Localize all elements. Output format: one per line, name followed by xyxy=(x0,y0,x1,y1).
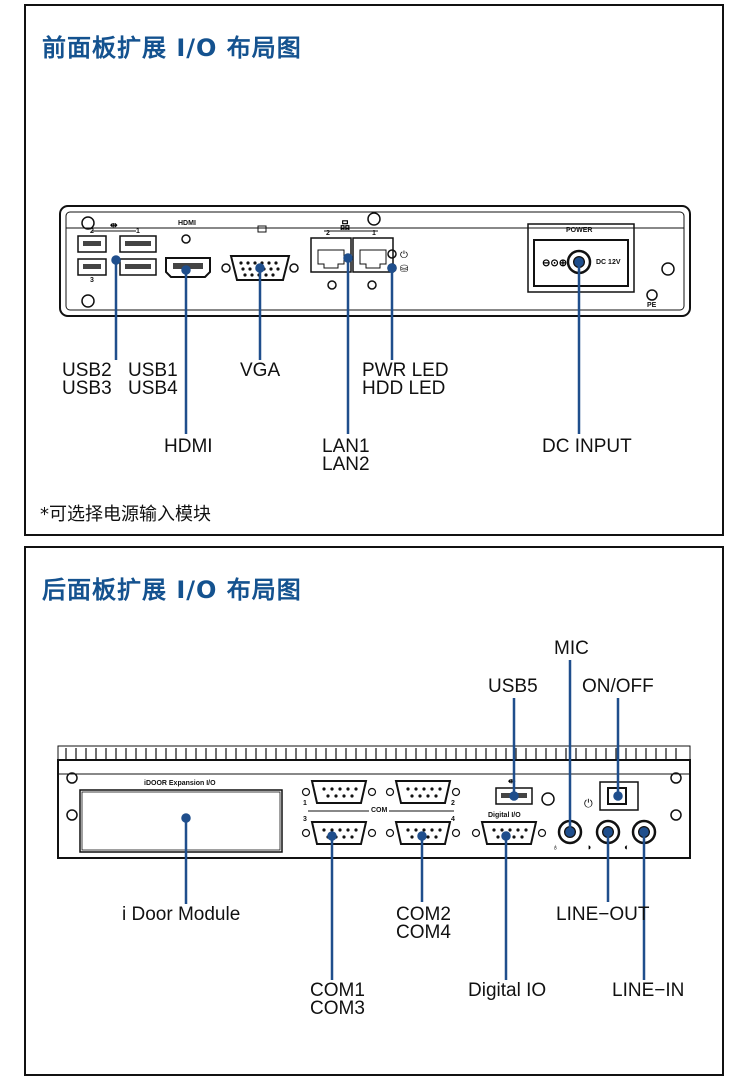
lan-port-1 xyxy=(352,237,394,273)
front-chassis-inner xyxy=(65,211,685,311)
rear-device-drawing: ⇹ ♁ ◑ ◐ ⏻ xyxy=(57,660,691,980)
power-symbol-icon: ⏻ xyxy=(400,250,408,261)
hdmi-indicator-icon xyxy=(181,234,191,244)
label-digital-io: Digital IO xyxy=(468,980,547,1001)
screw-icon xyxy=(66,772,78,784)
label-vga: VGA xyxy=(240,360,281,381)
com-num-2: 2 xyxy=(451,800,455,807)
usb-port-group: ⇹ xyxy=(77,220,157,276)
usb-num-3: 3 xyxy=(90,277,94,284)
hdmi-mark: HDMI xyxy=(178,220,196,227)
label-line-out: LINE−OUT xyxy=(556,904,650,925)
label-lan2: LAN2 xyxy=(322,454,370,475)
power-symbol-icon: ⏻ xyxy=(584,798,593,810)
label-leds: PWR LED HDD LED xyxy=(362,360,449,399)
label-usb4: USB4 xyxy=(128,378,178,399)
network-icon: 品 xyxy=(340,220,350,232)
digital-io-mark: Digital I/O xyxy=(488,812,521,819)
label-com4: COM4 xyxy=(396,922,451,943)
power-module xyxy=(533,239,629,287)
ground-icon xyxy=(646,289,658,301)
com-port-1 xyxy=(310,780,368,804)
label-com1-com3: COM1 COM3 xyxy=(310,980,365,1019)
rear-panel-title: 后面板扩展 I/O 布局图 xyxy=(42,576,302,604)
label-mic: MIC xyxy=(554,638,589,659)
label-com1: COM1 xyxy=(310,980,365,1001)
label-line-in: LINE−IN xyxy=(612,980,685,1001)
label-pwr-led: PWR LED xyxy=(362,360,449,381)
label-usb1-usb4: USB1 USB4 xyxy=(128,360,178,399)
screw-icon xyxy=(81,216,95,230)
screw-icon xyxy=(66,809,78,821)
pwr-led xyxy=(387,249,397,259)
label-usb1: USB1 xyxy=(128,360,178,381)
line-in-symbol-icon: ◐ xyxy=(624,842,629,852)
label-usb3: USB3 xyxy=(62,378,112,399)
rear-panel: 后面板扩展 I/O 布局图 xyxy=(24,546,724,1076)
label-com2: COM2 xyxy=(396,904,451,925)
screw-icon xyxy=(670,772,682,784)
com-port-2 xyxy=(394,780,452,804)
usb-symbol-icon: ⇹ xyxy=(508,776,516,786)
heatsink-fins xyxy=(57,745,691,761)
screw-icon xyxy=(661,262,675,276)
mic-symbol-icon: ♁ xyxy=(552,842,559,852)
screw-icon xyxy=(81,294,95,308)
label-lan: LAN1 LAN2 xyxy=(322,436,370,475)
usb-num-1: 1 xyxy=(136,228,140,235)
usb-symbol-icon: ⇹ xyxy=(110,220,118,230)
label-dc-input: DC INPUT xyxy=(542,436,632,457)
label-on-off: ON/OFF xyxy=(582,676,654,697)
label-idoor-module: i Door Module xyxy=(122,904,241,925)
label-usb5: USB5 xyxy=(488,676,538,697)
power-module-frame xyxy=(527,223,635,293)
front-panel: 前面板扩展 I/O 布局图 ⇹ xyxy=(24,4,724,536)
hdd-symbol-icon: ⛁ xyxy=(400,264,408,275)
label-lan1: LAN1 xyxy=(322,436,370,457)
vga-mark-icon xyxy=(257,225,267,233)
com-num-1: 1 xyxy=(303,800,307,807)
label-usb2-usb3: USB2 USB3 xyxy=(62,360,112,399)
com-port-3 xyxy=(310,821,368,845)
com-mark: COM xyxy=(369,807,390,814)
idoor-expansion-mark: iDOOR Expansion I/O xyxy=(144,780,216,787)
screw-icon xyxy=(670,809,682,821)
label-usb2: USB2 xyxy=(62,360,112,381)
lan-num-1: 1 xyxy=(372,230,376,237)
front-device-drawing: ⇹ 品 xyxy=(59,205,691,434)
screw-icon xyxy=(541,792,555,806)
usb-num-2: 2 xyxy=(90,228,94,235)
screw-icon xyxy=(367,212,381,226)
label-hdd-led: HDD LED xyxy=(362,378,446,399)
power-module-note: *可选择电源输入模块 xyxy=(40,504,211,525)
front-panel-title: 前面板扩展 I/O 布局图 xyxy=(42,34,302,62)
polarity-icon: ⊖⊙⊕ xyxy=(542,258,567,269)
idoor-module-slot xyxy=(79,789,283,853)
com-num-3: 3 xyxy=(303,816,307,823)
label-com3: COM3 xyxy=(310,998,365,1019)
com-num-4: 4 xyxy=(451,816,455,823)
dc-12v-mark: DC 12V xyxy=(596,259,621,266)
label-com2-com4: COM2 COM4 xyxy=(396,904,451,943)
label-hdmi: HDMI xyxy=(164,436,213,457)
power-mark: POWER xyxy=(566,227,593,234)
lan-num-2: 2 xyxy=(326,230,330,237)
pe-mark: PE xyxy=(647,302,657,309)
line-out-symbol-icon: ◑ xyxy=(586,842,591,852)
